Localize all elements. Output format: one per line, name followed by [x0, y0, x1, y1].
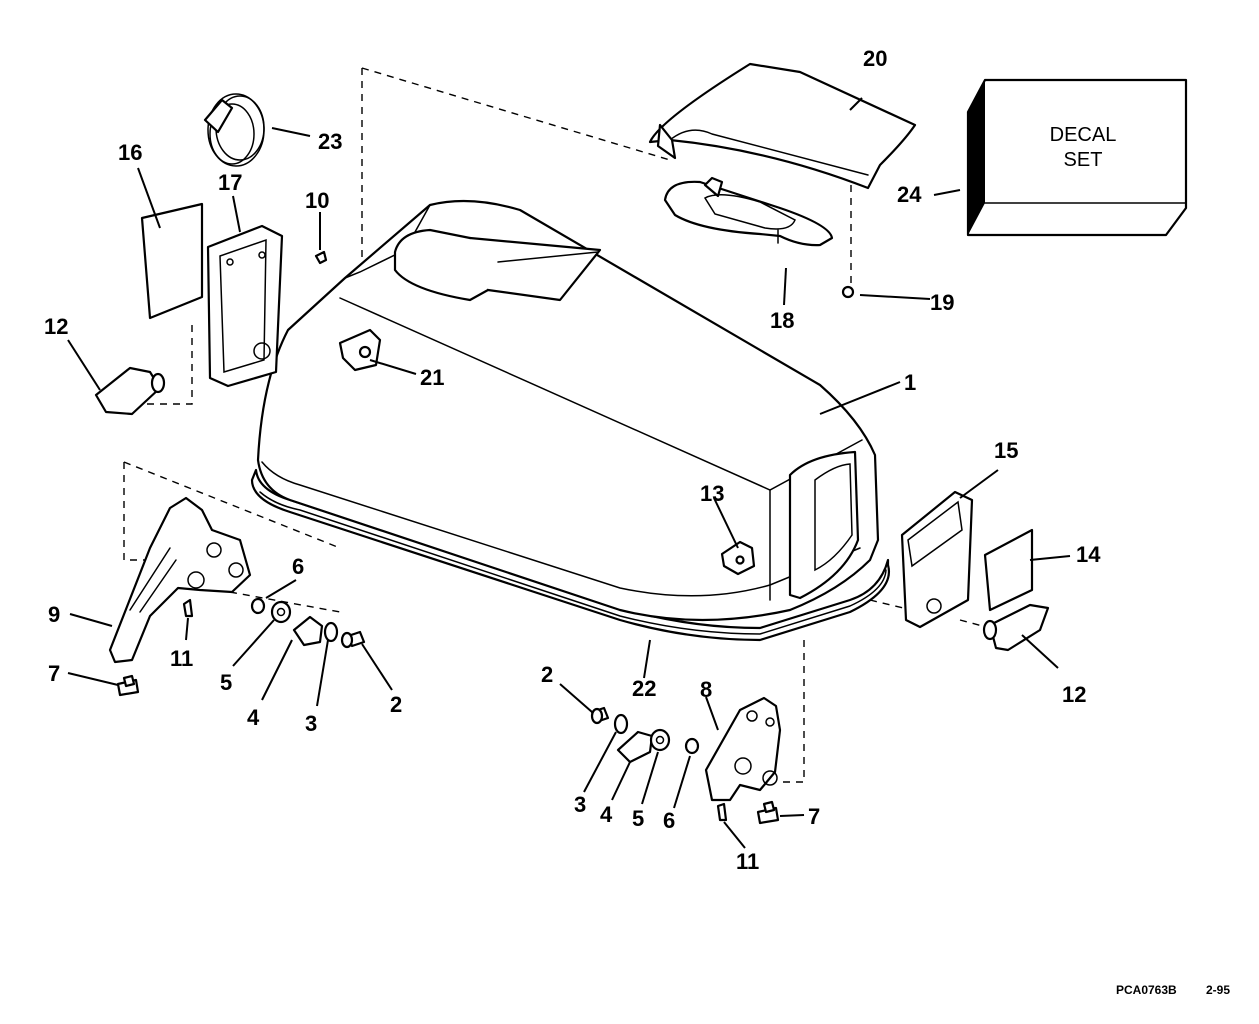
plate-part-4-right [616, 730, 654, 764]
hardware-left [250, 597, 366, 649]
label-22: 22 [632, 676, 656, 701]
decal-text-line1: DECAL [1050, 124, 1117, 146]
label-5-right: 5 [632, 806, 644, 831]
fastener-part-7-right [756, 800, 780, 825]
label-16: 16 [118, 140, 142, 165]
bracket-part-8 [704, 696, 782, 822]
washer-part-3-left [323, 621, 339, 643]
label-8: 8 [700, 677, 712, 702]
nut-part-5-left [270, 600, 292, 624]
label-3-left: 3 [305, 711, 317, 736]
gasket-part-16 [140, 202, 204, 320]
washer-part-3-right [613, 713, 629, 735]
drawing-date: 2-95 [1206, 983, 1230, 997]
latch-handle-part-12-right [982, 603, 1050, 652]
label-2-right: 2 [541, 662, 553, 687]
label-11-left: 11 [170, 646, 193, 671]
label-9: 9 [48, 602, 60, 627]
label-2-left: 2 [390, 692, 402, 717]
hardware-right [590, 706, 700, 764]
label-17: 17 [218, 170, 242, 195]
frame-part-17 [206, 224, 284, 388]
label-6-left: 6 [292, 554, 304, 579]
decal-set-part-24: DECAL SET [966, 78, 1188, 237]
label-13: 13 [700, 481, 724, 506]
washer-part-6-right [684, 737, 700, 755]
label-10: 10 [305, 188, 329, 213]
label-15: 15 [994, 438, 1018, 463]
bracket-part-9 [108, 496, 252, 664]
fastener-part-7-left [116, 674, 140, 697]
screw-part-19 [841, 285, 855, 299]
seal-part-18 [663, 176, 834, 247]
label-4-left: 4 [247, 705, 260, 730]
screw-part-10 [314, 250, 328, 265]
label-3-right: 3 [574, 792, 586, 817]
motor-cover-part-1 [256, 199, 880, 622]
washer-part-6-left [250, 597, 266, 615]
label-11-right: 11 [736, 849, 759, 874]
footer: PCA0763B 2-95 [1116, 983, 1230, 997]
label-24: 24 [897, 182, 922, 207]
door-part-15 [900, 490, 974, 629]
label-14: 14 [1076, 542, 1101, 567]
label-20: 20 [863, 46, 887, 71]
plate-part-4-left [292, 615, 324, 647]
gasket-part-14 [983, 528, 1034, 612]
label-7-right: 7 [808, 804, 820, 829]
drawing-code: PCA0763B [1116, 983, 1177, 997]
label-12-left: 12 [44, 314, 68, 339]
leader-lines [67, 97, 1071, 849]
label-18: 18 [770, 308, 794, 333]
label-21: 21 [420, 365, 444, 390]
top-panel-part-20 [648, 62, 917, 190]
label-6-right: 6 [663, 808, 675, 833]
label-4-right: 4 [600, 802, 613, 827]
label-1: 1 [904, 370, 916, 395]
latch-handle-part-12-left [94, 366, 166, 416]
assembly-guide-lines [110, 67, 991, 783]
nut-part-5-right [649, 728, 671, 752]
label-19: 19 [930, 290, 954, 315]
decal-text-line2: SET [1064, 149, 1103, 171]
part-labels: 20 23 16 17 10 24 19 18 12 21 1 15 13 14… [44, 46, 1101, 874]
label-23: 23 [318, 129, 342, 154]
cable-part-23 [203, 93, 265, 167]
label-12-right: 12 [1062, 682, 1086, 707]
label-7-left: 7 [48, 661, 60, 686]
label-5-left: 5 [220, 670, 232, 695]
